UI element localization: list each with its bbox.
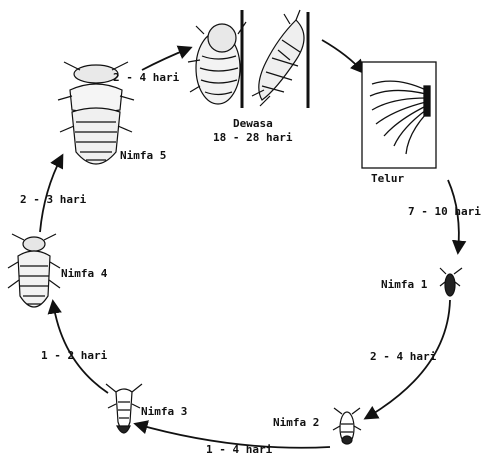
nimfa2-illustration xyxy=(333,408,361,444)
label-dewasa: Dewasa xyxy=(233,117,273,130)
duration-nimfa4-to-nimfa5: 2 - 3 hari xyxy=(20,193,86,206)
duration-telur-to-nimfa1: 7 - 10 hari xyxy=(408,205,481,218)
arrow-nimfa5-to-dewasa xyxy=(142,48,190,70)
label-nimfa1: Nimfa 1 xyxy=(381,278,427,291)
dewasa-bug-side-illustration xyxy=(252,10,308,108)
duration-nimfa1-to-nimfa2: 2 - 4 hari xyxy=(370,350,436,363)
telur-egg-cluster-illustration xyxy=(362,62,436,168)
duration-nimfa2-to-nimfa3: 1 - 4 hari xyxy=(206,443,272,456)
nimfa3-illustration xyxy=(106,384,142,433)
label-nimfa5: Nimfa 5 xyxy=(120,149,166,162)
arrow-dewasa-to-telur xyxy=(322,40,363,72)
label-telur: Telur xyxy=(371,172,404,185)
duration-nimfa3-to-nimfa4: 1 - 2 hari xyxy=(41,349,107,362)
label-nimfa2: Nimfa 2 xyxy=(273,416,319,429)
label-nimfa4: Nimfa 4 xyxy=(61,267,107,280)
arrow-nimfa3-to-nimfa4 xyxy=(53,302,108,393)
nimfa1-illustration xyxy=(440,268,462,296)
label-dewasa-duration: 18 - 28 hari xyxy=(213,131,292,144)
duration-nimfa5-to-dewasa: 2 - 4 hari xyxy=(113,71,179,84)
nimfa4-illustration xyxy=(8,234,60,307)
label-nimfa3: Nimfa 3 xyxy=(141,405,187,418)
dewasa-bug-front-illustration xyxy=(188,10,246,108)
